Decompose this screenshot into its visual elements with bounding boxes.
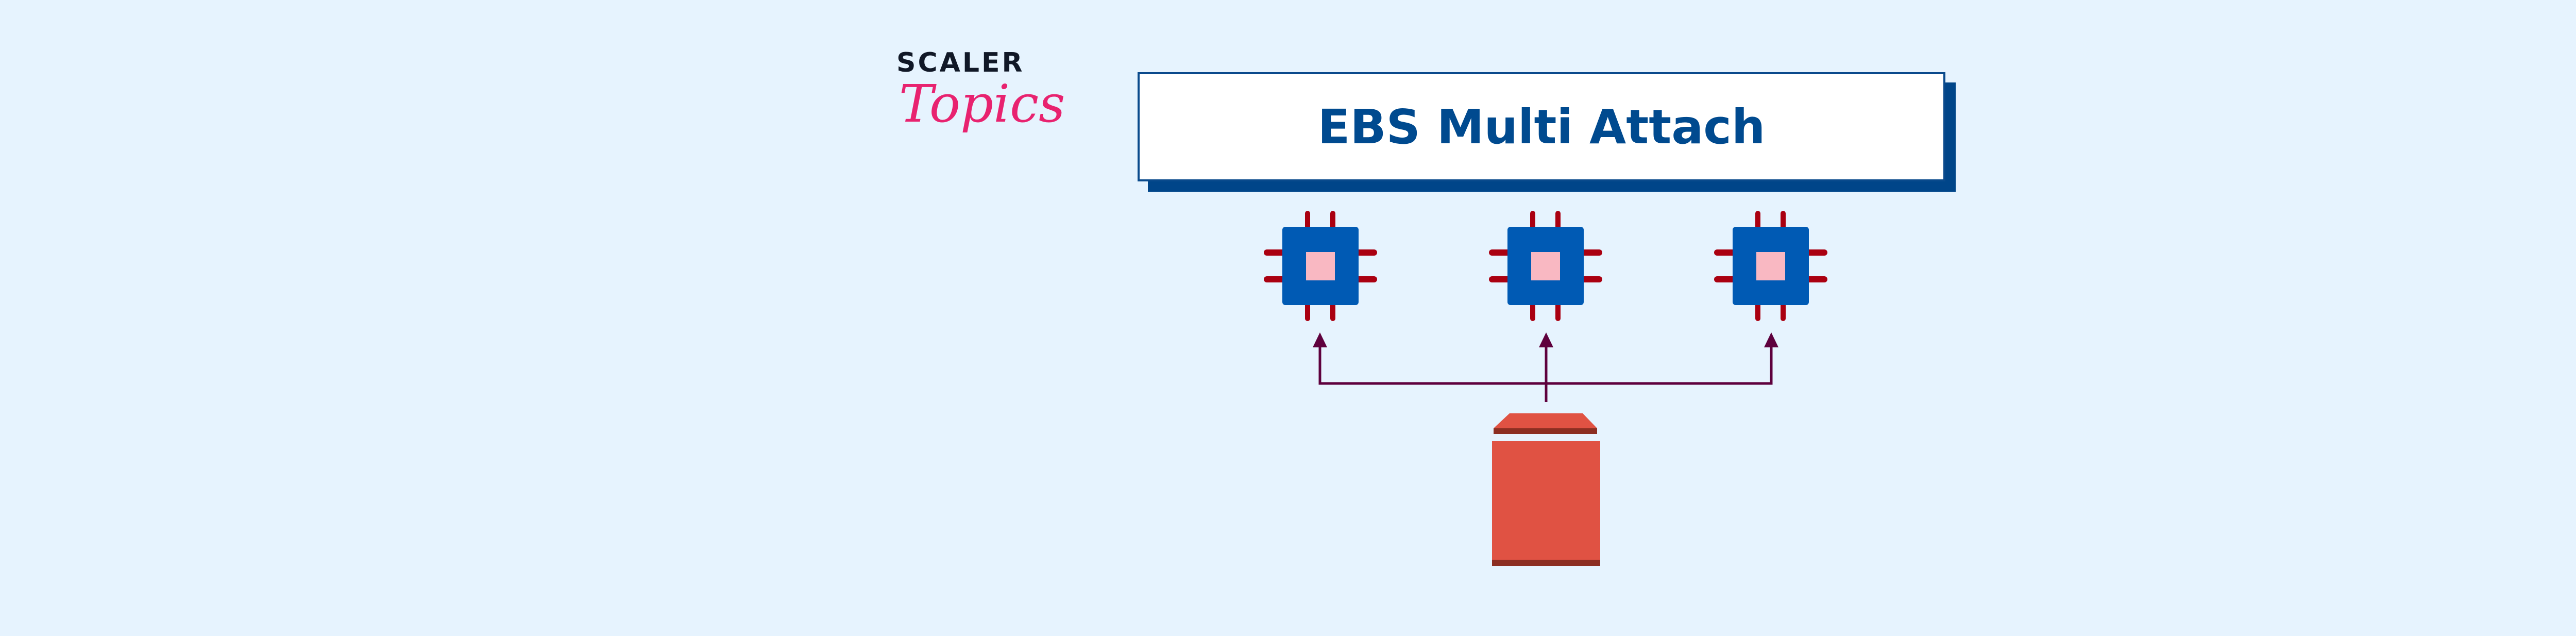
logo-scaler: SCALER [896, 47, 1025, 78]
cpu-chip-icon [1489, 211, 1602, 321]
connector-arrows [1318, 346, 1773, 402]
title-box: EBS Multi Attach [1138, 72, 1945, 181]
cpu-chip-icon [1264, 211, 1377, 321]
arrowheads [1313, 332, 1778, 347]
diagram-title: EBS Multi Attach [1317, 99, 1766, 155]
cpu-chip-icon [1714, 211, 1827, 321]
arrowhead-icon [1313, 332, 1327, 347]
arrowhead-icon [1764, 332, 1778, 347]
instance-chips [1264, 211, 1827, 321]
ebs-volume-icon [1492, 413, 1600, 566]
logo-topics: Topics [899, 74, 1065, 134]
arrowhead-icon [1539, 332, 1553, 347]
